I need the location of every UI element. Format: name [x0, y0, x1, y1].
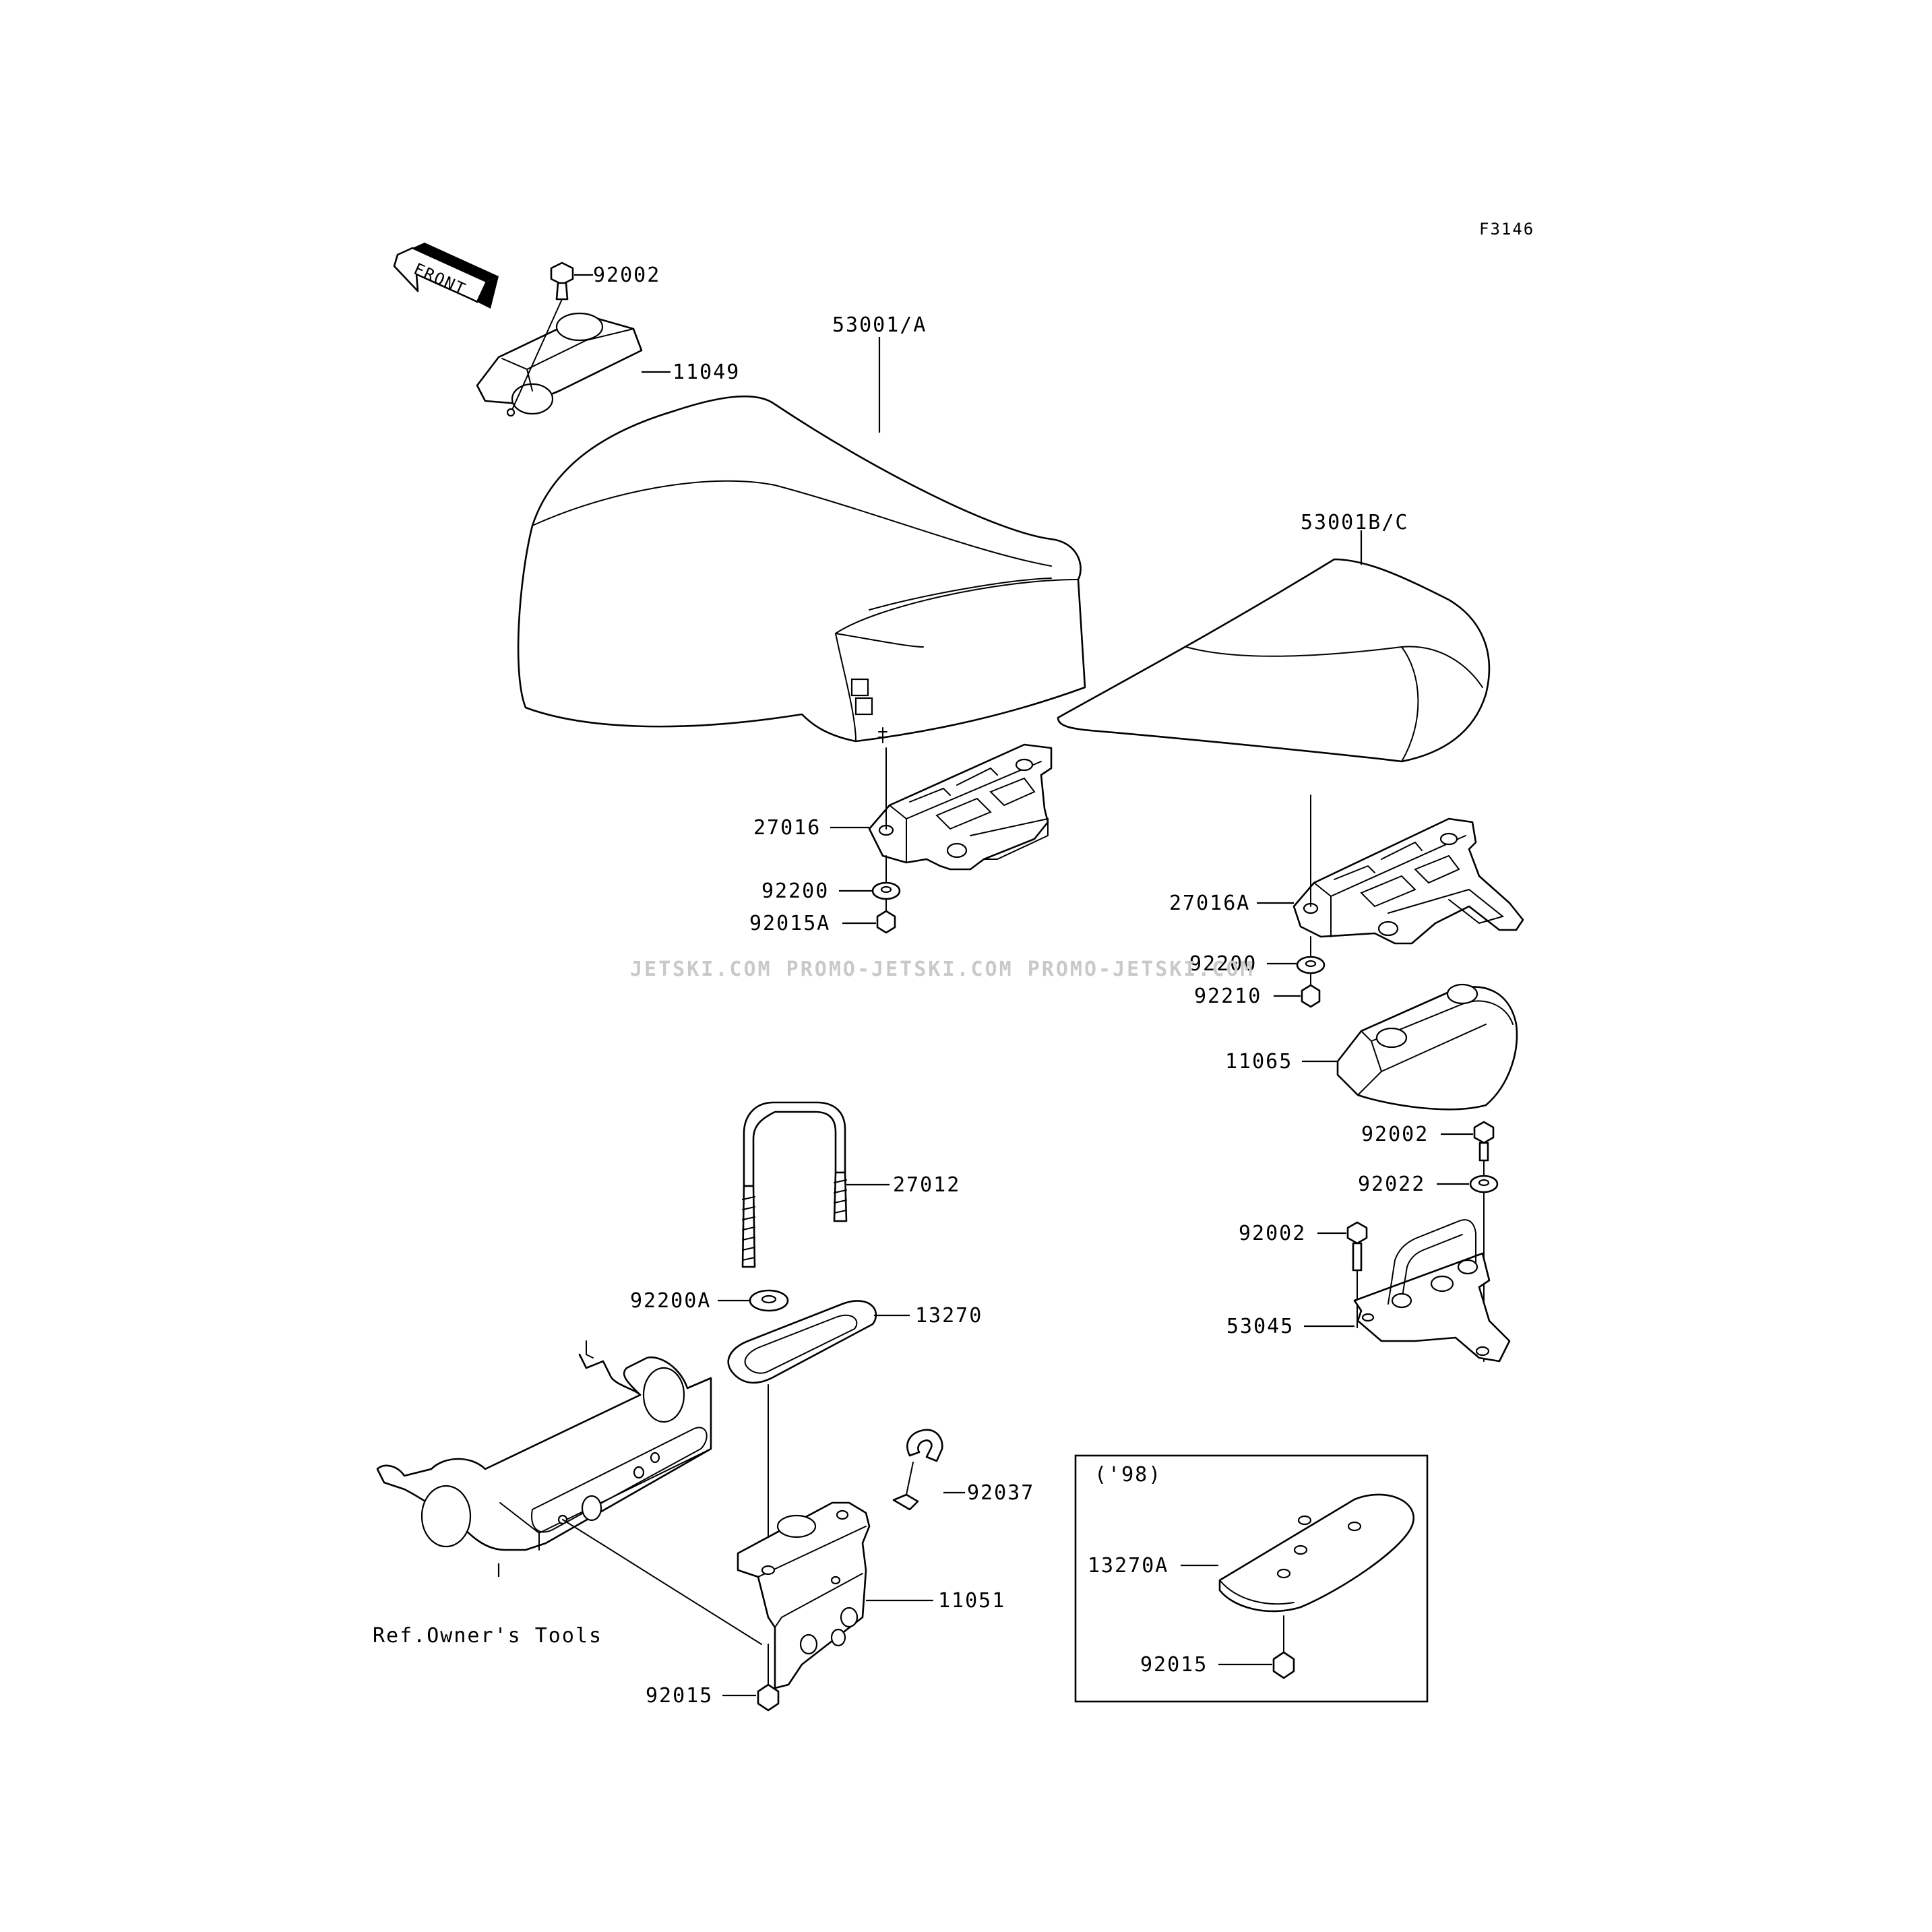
- plate-13270a-icon: [1218, 1493, 1414, 1613]
- callout-53001a: 53001/A: [832, 313, 927, 337]
- owners-tools-tray-icon: [376, 1340, 712, 1551]
- callout-13270a: 13270A: [1088, 1554, 1168, 1578]
- bolt-92002-top-icon: [506, 261, 574, 417]
- seat-bracket-27016a-icon: [1292, 817, 1524, 945]
- callout-92210: 92210: [1194, 985, 1261, 1008]
- inset-label: ('98): [1094, 1463, 1162, 1487]
- plate-13270-icon: [727, 1300, 877, 1384]
- ref-owners-tools: Ref.Owner's Tools: [373, 1624, 602, 1648]
- callout-53001bc: 53001B/C: [1301, 511, 1409, 534]
- callout-92015a: 92015A: [749, 912, 830, 935]
- rear-seat-53001bc-icon: [1057, 558, 1491, 763]
- callout-92002-mid: 92002: [1361, 1123, 1429, 1146]
- bracket-11051-icon: [737, 1501, 871, 1689]
- nut-92015-inset-icon: [1272, 1651, 1295, 1679]
- callout-92200-left: 92200: [761, 879, 829, 903]
- callout-92022: 92022: [1358, 1173, 1425, 1196]
- callout-27016: 27016: [753, 816, 821, 840]
- callout-27012: 27012: [893, 1173, 960, 1197]
- figure-code: F3146: [1479, 220, 1534, 239]
- callout-53045: 53045: [1226, 1315, 1294, 1338]
- callout-92015-left: 92015: [646, 1684, 713, 1708]
- seat-bracket-27016-icon: [868, 743, 1053, 871]
- inset-box: [1074, 1454, 1429, 1703]
- callout-92037: 92037: [967, 1481, 1034, 1505]
- nut-92015a-icon: [876, 910, 896, 934]
- callout-92015-inset: 92015: [1140, 1653, 1208, 1677]
- front-arrow-icon: FRONT: [393, 243, 499, 309]
- callout-13270: 13270: [915, 1304, 983, 1328]
- nut-92210-icon: [1301, 984, 1321, 1008]
- bracket-11049-icon: [476, 312, 643, 415]
- bolt-92002-mid-icon: [1473, 1121, 1495, 1144]
- callout-92200a: 92200A: [630, 1289, 711, 1313]
- bracket-53045-icon: [1353, 1219, 1511, 1363]
- clamp-92037-icon: [892, 1429, 943, 1511]
- u-bolt-27012-icon: [741, 1101, 848, 1268]
- nut-92015-left-icon: [757, 1683, 780, 1712]
- front-seat-53001a-icon: [517, 395, 1086, 743]
- callout-92200-right: 92200: [1189, 952, 1257, 976]
- watermark: JETSKI.COM PROMO-JETSKI.COM PROMO-JETSKI…: [630, 958, 1255, 981]
- cover-11065-icon: [1336, 983, 1518, 1111]
- callout-11049: 11049: [673, 361, 740, 384]
- callout-11065: 11065: [1225, 1050, 1292, 1073]
- callout-27016a: 27016A: [1169, 892, 1250, 915]
- callout-92002-low: 92002: [1239, 1222, 1306, 1245]
- callout-11051: 11051: [938, 1589, 1005, 1613]
- bolt-92002-low-icon: [1346, 1221, 1368, 1245]
- callout-92002-top: 92002: [593, 263, 660, 287]
